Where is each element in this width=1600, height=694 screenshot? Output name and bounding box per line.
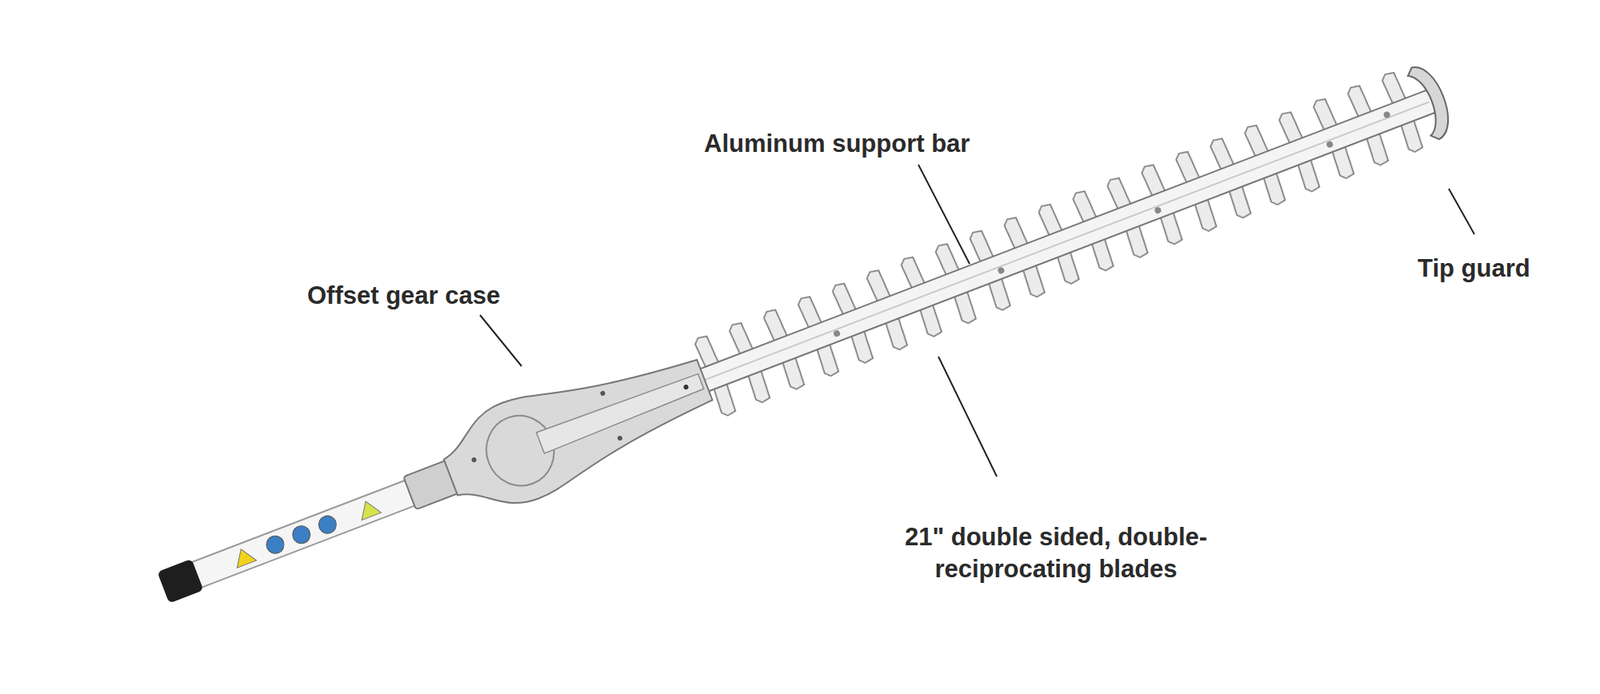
rivet (1153, 206, 1162, 215)
warning-sticker (231, 545, 256, 568)
screw (616, 435, 624, 442)
screw (683, 384, 690, 391)
rivet (1382, 110, 1391, 119)
warning-sticker (356, 497, 381, 520)
part-label: Aluminum support bar (704, 128, 1072, 160)
rivet (1325, 140, 1334, 148)
leader-line (1448, 188, 1475, 235)
rivet (832, 329, 841, 338)
bar-line (689, 102, 1429, 387)
sticker (264, 533, 287, 556)
part-label: Tip guard (1417, 252, 1594, 285)
support-bar (681, 89, 1437, 399)
gear-rib (536, 371, 705, 454)
part-label: 21" double sided, double-reciprocating b… (832, 521, 1280, 586)
trimmer-assembly (144, 48, 1462, 636)
end-cap (156, 559, 204, 604)
leader-line (480, 315, 522, 367)
gear-case (432, 332, 723, 525)
part-label: Offset gear case (307, 280, 580, 312)
shaft (188, 477, 422, 589)
leader-line (918, 164, 970, 264)
blade-teeth (685, 59, 1442, 426)
sticker (290, 523, 313, 546)
screw (600, 390, 607, 397)
tip-guard (1405, 60, 1457, 142)
sticker (316, 513, 339, 536)
screw (471, 456, 478, 464)
leader-line (938, 356, 997, 477)
rivet (996, 266, 1005, 275)
